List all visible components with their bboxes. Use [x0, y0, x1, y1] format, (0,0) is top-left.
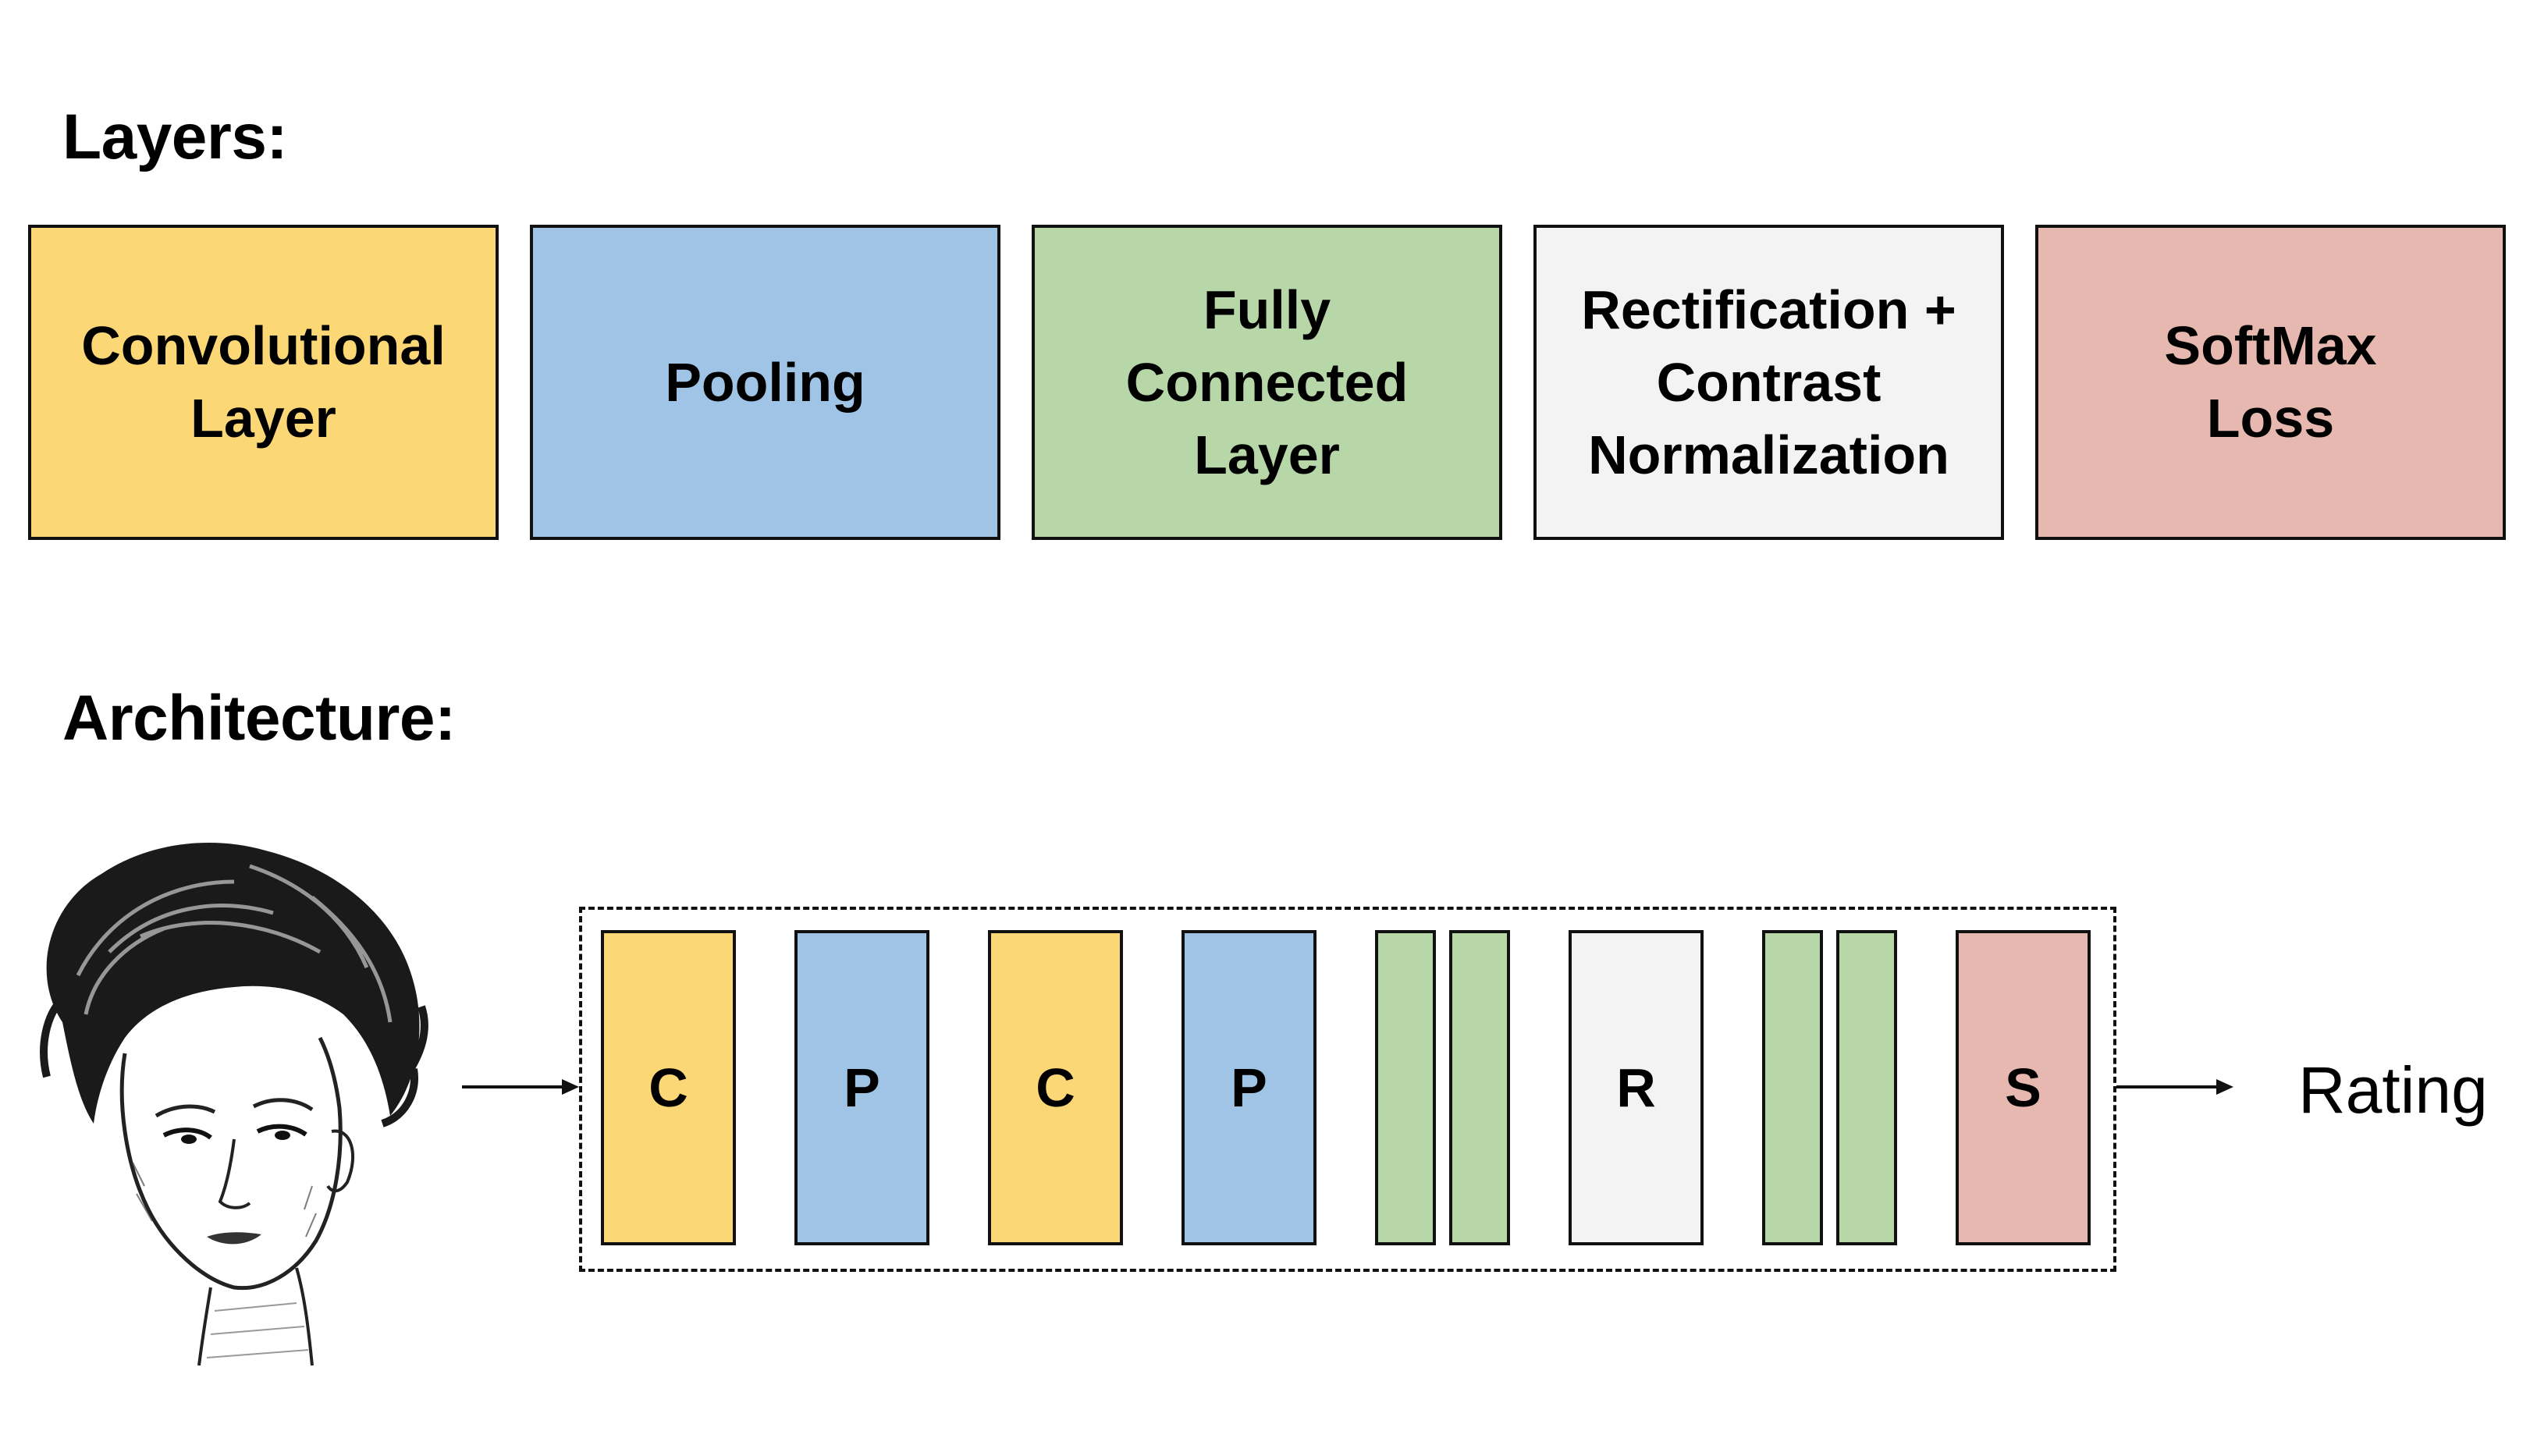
pipeline-block-fully-connected: [1449, 930, 1510, 1245]
network-pipeline-frame: [579, 907, 2116, 1272]
block-label: P: [844, 1057, 880, 1118]
pipeline-block-pooling: P: [794, 930, 929, 1245]
pipeline-block-fully-connected: [1836, 930, 1897, 1245]
legend-convolutional-layer: Convolutional Layer: [28, 225, 499, 540]
output-arrow: [2116, 1079, 2233, 1095]
pipeline-block-convolutional: C: [601, 930, 736, 1245]
pipeline-block-rectification: R: [1569, 930, 1704, 1245]
layers-heading: Layers:: [62, 101, 288, 172]
sketched-face-icon: [40, 843, 428, 1365]
legend-softmax-loss: SoftMax Loss: [2035, 225, 2506, 540]
legend-label: SoftMax Loss: [2164, 315, 2377, 449]
block-label: C: [648, 1057, 688, 1118]
pipeline-block-fully-connected: [1375, 930, 1436, 1245]
pipeline-block-convolutional: C: [988, 930, 1123, 1245]
legend-label: Fully Connected Layer: [1125, 279, 1409, 485]
block-label: R: [1616, 1057, 1656, 1118]
legend-label: Pooling: [665, 351, 865, 413]
output-rating-label: Rating: [2298, 1053, 2488, 1127]
legend-rectification-normalization: Rectification + Contrast Normalization: [1533, 225, 2004, 540]
block-label: S: [2005, 1057, 2041, 1118]
architecture-heading: Architecture:: [62, 683, 456, 754]
input-arrow: [462, 1079, 579, 1095]
block-label: P: [1231, 1057, 1267, 1118]
legend-label: Rectification + Contrast Normalization: [1581, 279, 1956, 485]
pipeline-block-fully-connected: [1762, 930, 1823, 1245]
legend-fully-connected-layer: Fully Connected Layer: [1032, 225, 1502, 540]
pipeline-block-softmax: S: [1956, 930, 2091, 1245]
legend-pooling: Pooling: [530, 225, 1000, 540]
block-label: C: [1036, 1057, 1075, 1118]
pipeline-block-pooling: P: [1181, 930, 1317, 1245]
legend-label: Convolutional Layer: [81, 315, 446, 449]
